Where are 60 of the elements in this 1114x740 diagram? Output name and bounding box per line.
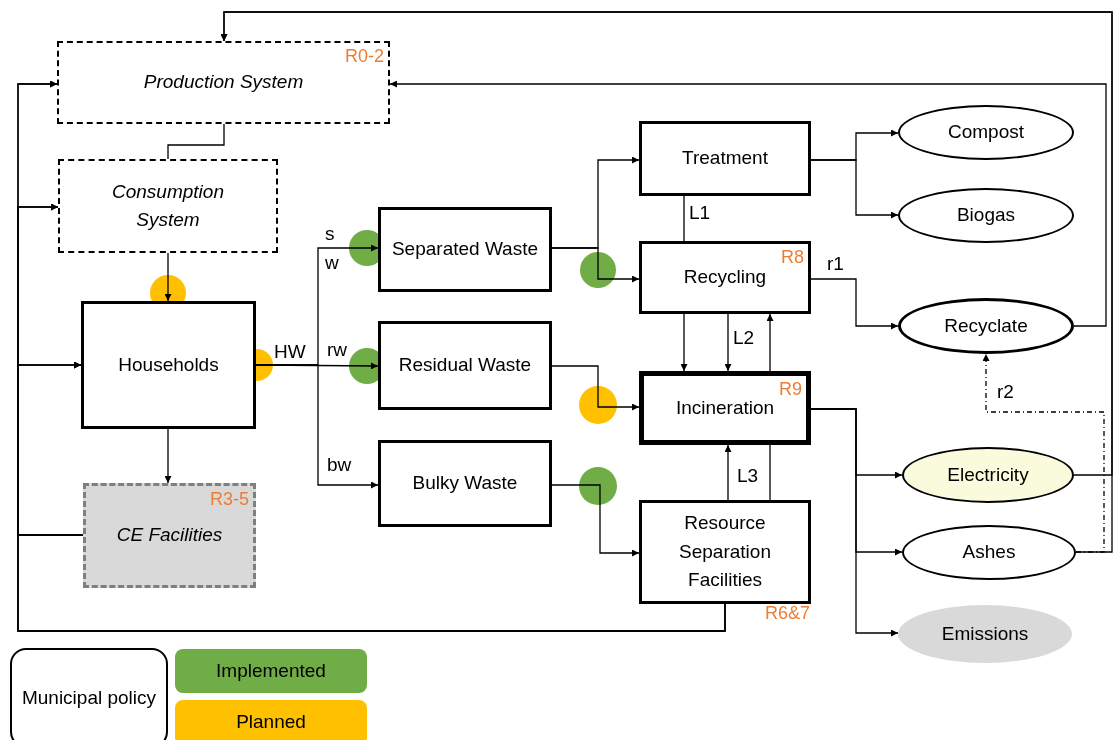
edge-label: bw (326, 455, 353, 474)
node-label: Electricity (946, 462, 1030, 487)
node-label: Incineration (674, 395, 776, 420)
node-label: Consumption System (111, 179, 225, 232)
connector-arrow (164, 252, 172, 302)
connector-arrow (724, 313, 732, 372)
connector-arrow (810, 159, 899, 219)
node-label: CE Facilities (115, 523, 224, 548)
flow-label: HW (274, 342, 306, 361)
connector-arrow (255, 364, 379, 489)
process-box (378, 440, 552, 527)
node-label: Recyclate (943, 313, 1029, 338)
r-code-label: R3-5 (210, 490, 249, 508)
node-label: Emissions (940, 621, 1030, 646)
node-label: Bulky Waste (411, 471, 519, 496)
connector-arrow (766, 313, 774, 372)
dashed-box (83, 483, 256, 588)
edge-label: L1 (688, 203, 712, 222)
connector-arrow (551, 247, 640, 283)
node-label: Treatment (681, 146, 769, 171)
r-code-label: R8 (781, 248, 804, 266)
connector-arrow (680, 313, 688, 372)
connector-arrow (551, 365, 640, 411)
dashed-box (58, 159, 278, 253)
flow-label: w (325, 253, 339, 272)
connector-arrow (551, 484, 640, 557)
node-label: Biogas (955, 203, 1017, 228)
r-code-label: R0-2 (345, 47, 384, 65)
dashed-box (57, 41, 390, 124)
node-label: Households (117, 352, 220, 377)
process-box (378, 207, 552, 292)
process-box (639, 241, 811, 314)
node-label: Compost (947, 120, 1025, 145)
edge-label: L3 (736, 466, 760, 485)
legend-heading-box (10, 648, 168, 740)
flow-label: s (325, 224, 335, 243)
process-box (81, 301, 256, 429)
connector-arrow (17, 361, 84, 536)
node-label: Ashes (961, 540, 1017, 565)
connector-arrow (724, 444, 732, 501)
edge-label: L2 (732, 328, 756, 347)
r-code-label: R9 (779, 380, 802, 398)
connector-arrow (810, 408, 899, 637)
edge-label: r1 (826, 254, 845, 273)
edge-label: r2 (996, 382, 1015, 401)
r-code-label: R6&7 (764, 604, 810, 622)
node-label: Residual Waste (397, 353, 533, 378)
connector-arrow (164, 428, 172, 484)
connector-arrow (810, 278, 899, 330)
process-box (639, 371, 811, 445)
node-label: Municipal policy (20, 685, 158, 710)
connector-arrow (389, 80, 1107, 327)
node-label: Resource Separation Facilities (678, 511, 772, 593)
node-label: Production System (142, 70, 305, 95)
legend-label: Implemented (216, 658, 326, 683)
node-label: Recycling (682, 265, 768, 290)
legend-label: Planned (236, 710, 306, 735)
process-box (378, 321, 552, 410)
node-label: Separated Waste (390, 237, 540, 262)
process-box (639, 121, 811, 196)
